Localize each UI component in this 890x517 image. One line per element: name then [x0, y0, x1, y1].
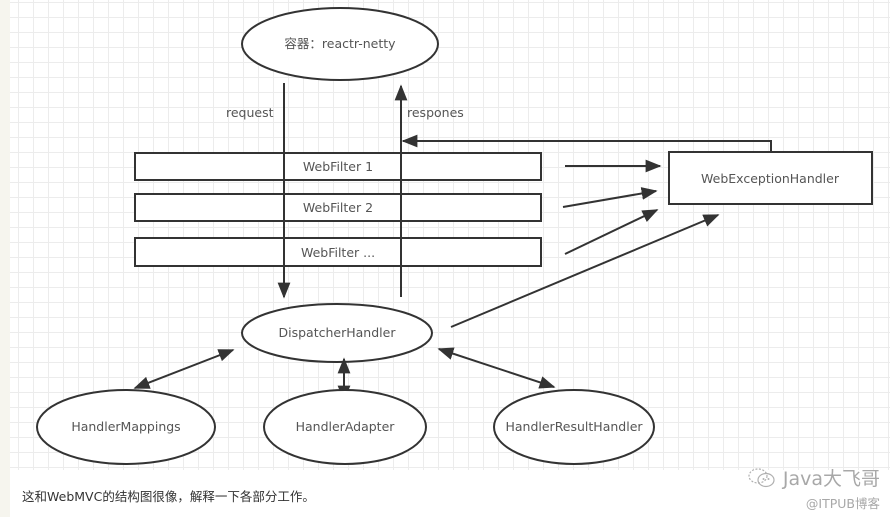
edge-webfilter2-to-exception	[562, 187, 658, 208]
wechat-icon	[748, 467, 775, 487]
architecture-diagram: 容器：reactr-netty request respones WebFilt…	[36, 7, 873, 465]
caption-text: 这和WebMVC的结构图很像，解释一下各部分工作。	[22, 489, 315, 504]
node-webfilter-more: WebFilter ...	[134, 237, 542, 267]
node-handler-result-handler: HandlerResultHandler	[493, 389, 655, 465]
left-margin-strip	[0, 0, 10, 517]
node-webfilter-1-label: WebFilter 1	[303, 159, 373, 174]
node-webfilter-2: WebFilter 2	[134, 193, 542, 222]
edge-label-request: request	[226, 105, 274, 120]
node-handler-adapter-label: HandlerAdapter	[296, 419, 396, 434]
node-handler-result-handler-label: HandlerResultHandler	[505, 419, 643, 434]
node-dispatcher-handler-label: DispatcherHandler	[279, 325, 397, 340]
node-handler-adapter: HandlerAdapter	[263, 389, 427, 465]
watermark: Java大飞哥 @ITPUB博客	[747, 464, 880, 512]
edge-exception-return	[401, 134, 772, 152]
edge-label-response: respones	[407, 105, 464, 120]
node-webfilter-2-label: WebFilter 2	[303, 200, 373, 215]
edge-dispatcher-to-exception	[450, 214, 720, 328]
edge-dispatcher-handlermappings	[133, 349, 235, 389]
edge-webfiltermore-to-exception	[564, 209, 659, 255]
node-webfilter-1: WebFilter 1	[134, 152, 542, 181]
node-webfilter-more-label: WebFilter ...	[301, 245, 375, 260]
edge-dispatcher-handlerresulthandler	[437, 347, 556, 389]
watermark-account: Java大飞哥	[782, 468, 880, 490]
watermark-account-row: Java大飞哥	[747, 464, 880, 491]
node-container-label: 容器：reactr-netty	[284, 36, 396, 51]
node-web-exception-handler-label: WebExceptionHandler	[701, 171, 840, 186]
node-handler-mappings: HandlerMappings	[36, 389, 216, 465]
node-dispatcher-handler: DispatcherHandler	[241, 303, 433, 363]
watermark-source: @ITPUB博客	[805, 496, 880, 511]
node-web-exception-handler: WebExceptionHandler	[668, 151, 873, 205]
node-handler-mappings-label: HandlerMappings	[71, 419, 180, 434]
node-container: 容器：reactr-netty	[241, 7, 439, 81]
